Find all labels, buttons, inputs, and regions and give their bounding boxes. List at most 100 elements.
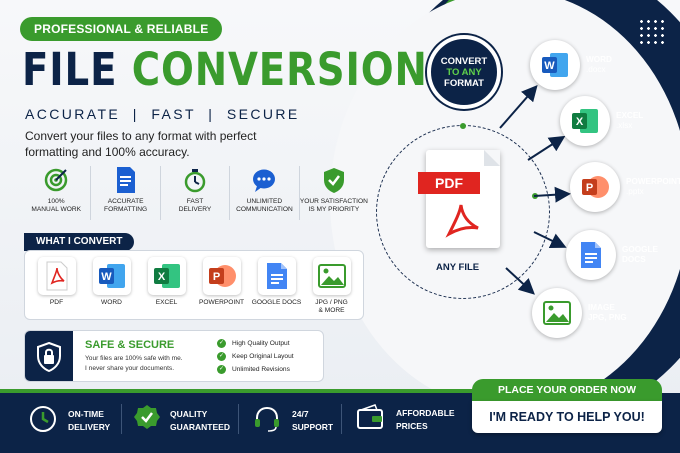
excel-icon: X	[147, 257, 186, 295]
page-title: FILE CONVERSION	[22, 44, 428, 96]
bottom-line1: 24/7	[292, 409, 309, 419]
powerpoint-icon: P	[202, 257, 241, 295]
target-ext: .docx	[586, 65, 606, 74]
feature-line2: COMMUNICATION	[236, 206, 293, 214]
order-cta[interactable]: PLACE YOUR ORDER NOW I'M READY TO HELP Y…	[472, 379, 662, 439]
green-divider	[0, 389, 480, 393]
convert-line2: TO ANY	[446, 66, 482, 78]
target-name: POWERPOINT	[626, 177, 680, 186]
powerpoint-icon: P	[570, 162, 620, 212]
word-icon: W	[92, 257, 131, 295]
safe-description: Your files are 100% safe with me. I neve…	[85, 354, 215, 374]
bottom-line2: SUPPORT	[292, 422, 334, 432]
bottom-line1: AFFORDABLE	[396, 408, 455, 418]
place-order-button[interactable]: PLACE YOUR ORDER NOW	[472, 379, 662, 401]
dot-grid-decoration	[638, 18, 666, 46]
safe-desc-line1: Your files are 100% safe with me.	[85, 355, 183, 362]
arrow-to-word	[499, 84, 538, 129]
format-item: X EXCEL	[139, 257, 194, 319]
feature-item: YOUR SATISFACTION IS MY PRIORITY	[300, 166, 368, 220]
arrow-to-excel	[527, 135, 566, 161]
feature-line2: DELIVERY	[178, 206, 212, 214]
feature-line2: IS MY PRIORITY	[308, 206, 360, 214]
features-row: 100% MANUAL WORK ACCURATE FORMATTING FAS…	[22, 166, 368, 220]
badge-professional: PROFESSIONAL & RELIABLE	[20, 17, 223, 41]
pdf-document-icon: PDF	[418, 150, 500, 248]
feature-item: 100% MANUAL WORK	[22, 166, 92, 220]
badge-check-icon	[134, 404, 160, 438]
format-item: W WORD	[84, 257, 139, 319]
acrobat-icon	[445, 204, 479, 238]
image-icon	[532, 288, 582, 338]
target-label: POWERPOINT.pptx	[626, 177, 680, 197]
format-label: POWERPOINT	[198, 299, 245, 306]
chat-bubble-icon	[250, 166, 278, 194]
target-powerpoint: P POWERPOINT.pptx	[570, 162, 680, 212]
formats-box: PDF W WORD X EXCEL P POWERPOINT GOOGLE D…	[24, 250, 364, 320]
target-label: WORD.docx	[586, 55, 612, 75]
feature-line1: FAST	[186, 198, 204, 205]
feature-line2: MANUAL WORK	[31, 206, 81, 214]
svg-text:X: X	[576, 116, 584, 128]
check-item-label: High Quality Output	[232, 340, 290, 347]
wallet-icon	[356, 404, 386, 436]
target-label: EXCEL.xlsx	[616, 111, 643, 131]
ring-dot	[460, 123, 466, 129]
bottom-line1: ON-TIME	[68, 409, 104, 419]
title-word-file: FILE	[22, 43, 118, 96]
target-name: GOOGLE	[622, 245, 658, 254]
format-label: EXCEL	[155, 299, 178, 306]
bottom-item-prices: AFFORDABLE PRICES	[356, 404, 455, 436]
format-item: P POWERPOINT	[194, 257, 249, 319]
shield-check-icon	[320, 166, 348, 194]
target-name: IMAGE	[588, 303, 615, 312]
any-file-label: ANY FILE	[436, 262, 480, 273]
target-ext: JPG, PNG	[588, 313, 627, 322]
format-label: GOOGLE DOCS	[251, 299, 302, 306]
title-word-conversion: CONVERSION	[131, 43, 428, 96]
page-fold	[484, 150, 500, 166]
safe-secure-box: SAFE & SECURE Your files are 100% safe w…	[24, 330, 324, 382]
stopwatch-icon	[181, 166, 209, 194]
bottom-line2: GUARANTEED	[170, 422, 230, 432]
target-word: W WORD.docx	[530, 40, 612, 90]
convert-to-any-format-badge: CONVERT TO ANY FORMAT	[427, 35, 501, 109]
convert-line3: FORMAT	[444, 77, 484, 89]
clock-icon	[28, 404, 58, 438]
google-docs-icon	[257, 257, 296, 295]
headset-icon	[252, 404, 282, 438]
bottom-line2: DELIVERY	[68, 422, 111, 432]
svg-text:W: W	[544, 60, 555, 72]
safe-checklist: ✓ High Quality Output ✓ Keep Original Layo…	[217, 337, 294, 376]
svg-text:P: P	[212, 271, 219, 283]
separator	[341, 404, 342, 434]
arrow-to-powerpoint	[533, 186, 571, 203]
target-name: EXCEL	[616, 111, 644, 120]
check-icon: ✓	[217, 339, 226, 348]
what-i-convert-label: WHAT I CONVERT	[24, 233, 135, 251]
format-label: PDF	[49, 299, 64, 306]
word-icon: W	[530, 40, 580, 90]
tagline: ACCURATE | FAST | SECURE	[25, 106, 300, 122]
feature-line1: ACCURATE	[107, 198, 144, 205]
target-ext: .pptx	[626, 187, 644, 196]
pdf-tag: PDF	[418, 172, 480, 194]
feature-item: FAST DELIVERY	[161, 166, 231, 220]
check-item-label: Keep Original Layout	[232, 353, 294, 360]
format-item: GOOGLE DOCS	[249, 257, 304, 319]
target-excel: X EXCEL.xlsx	[560, 96, 643, 146]
feature-line1: 100%	[47, 198, 65, 205]
check-icon: ✓	[217, 365, 226, 374]
bottom-line2: PRICES	[396, 421, 428, 431]
target-name: WORD	[586, 55, 612, 64]
arrow-to-gdocs	[533, 231, 567, 248]
check-icon: ✓	[217, 352, 226, 361]
target-ext: DOCS	[622, 255, 646, 264]
